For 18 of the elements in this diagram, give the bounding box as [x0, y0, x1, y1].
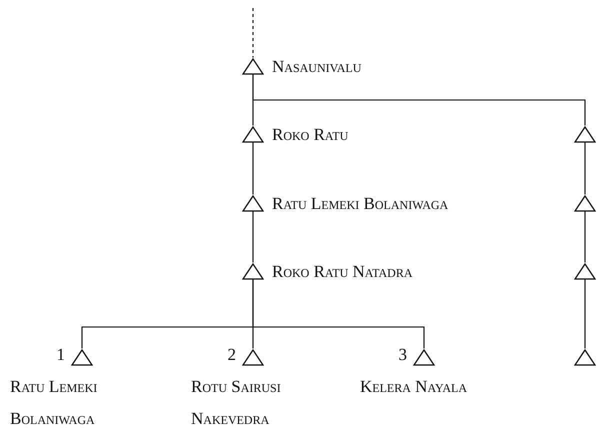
- descent-line: [252, 142, 254, 194]
- descent-line: [584, 142, 586, 194]
- person-name: Rotu Sairusi Nakevedra: [191, 376, 282, 430]
- person-name: Roko Ratu Natadra: [272, 262, 412, 280]
- descent-line: [252, 280, 425, 348]
- person-name: Ratu Lemeki Bolaniwaga: [272, 194, 448, 212]
- descent-line: [252, 212, 254, 262]
- person-name: Roko Ratu: [272, 126, 348, 142]
- person-name: Kelera Nayala: [360, 376, 468, 398]
- dashed-line: [252, 8, 254, 58]
- child-number: 3: [398, 346, 407, 362]
- descent-line: [584, 280, 586, 348]
- child-number: 2: [228, 346, 236, 362]
- person-name: Nasaunivalu: [272, 58, 362, 74]
- descent-line: [584, 212, 586, 262]
- descent-line: [252, 74, 586, 126]
- person-name: Ratu Lemeki Bolaniwaga: [10, 376, 98, 430]
- child-number: 1: [56, 346, 65, 362]
